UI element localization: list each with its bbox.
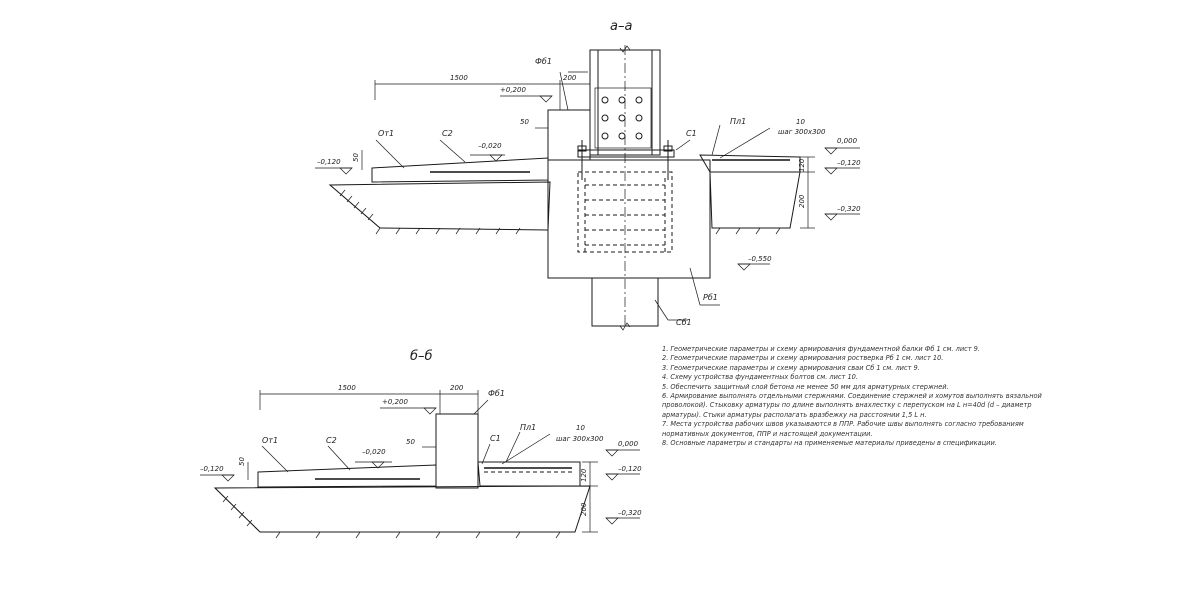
level-p0200-b: +0,200 — [382, 398, 408, 406]
section-a-title: а–а — [610, 19, 632, 34]
note-item: 4. Схему устройства фундаментных болтов … — [662, 373, 858, 382]
label-bolt-b: С1 — [490, 434, 501, 443]
level-m0550-a: –0,550 — [748, 255, 772, 263]
level-m0120-left-a: –0,120 — [317, 158, 341, 166]
base-plate-a — [577, 149, 675, 158]
beam-fb1-a — [547, 109, 591, 161]
bolt-grid-a — [601, 96, 643, 140]
dim-120-b: 120 — [580, 468, 588, 482]
dim-1500-b: 1500 — [338, 384, 356, 392]
ground-ticks-a — [339, 189, 781, 235]
slab-pl1-a — [699, 154, 801, 173]
dim-50-top-a: 50 — [520, 118, 529, 126]
label-layer-a: С2 — [442, 129, 453, 138]
soil-b — [213, 485, 591, 533]
section-b-title: б–б — [410, 349, 433, 364]
dim-120-a: 120 — [798, 158, 806, 172]
level-m0020-a: –0,020 — [478, 142, 502, 150]
level-marks-a — [315, 95, 860, 271]
level-m0120-right-a: –0,120 — [837, 159, 861, 167]
note-item: 5. Обеспечить защитный слой бетона не ме… — [662, 382, 949, 391]
note-item: 1. Геометрические параметры и схему арми… — [662, 345, 980, 353]
dim-50-left-b: 50 — [238, 457, 246, 466]
dim-200v-b: 200 — [580, 502, 588, 516]
dim-10-b: 10 — [576, 424, 585, 432]
label-slab-b: Пл1 — [520, 423, 536, 432]
label-pile-a: Сб1 — [676, 318, 692, 327]
general-notes: 1. Геометрические параметры и схему арми… — [662, 345, 1042, 448]
label-beam-a: Фб1 — [535, 57, 552, 66]
level-m0120-left-b: –0,120 — [200, 465, 224, 473]
level-m0120-right-b: –0,120 — [618, 465, 642, 473]
grillage-rb1-a — [547, 159, 711, 279]
dim-10-a: 10 — [796, 118, 805, 126]
note-item: 8. Основные параметры и стандарты на при… — [662, 439, 997, 448]
label-slab-a: Пл1 — [730, 117, 746, 126]
slab-pl1-b — [477, 461, 581, 487]
ground-ticks-b — [222, 495, 561, 539]
level-0000-b: 0,000 — [618, 440, 639, 448]
level-p0200-a: +0,200 — [500, 86, 526, 94]
soil-right-a — [709, 171, 801, 229]
label-layer-b: С2 — [326, 436, 337, 445]
dim-50-top-b: 50 — [406, 438, 415, 446]
beam-fb1-b — [435, 413, 479, 489]
note-item: 2. Геометрические параметры и схему арми… — [662, 354, 944, 363]
note-item: 7. Места устройства рабочих швов указыва… — [662, 420, 1024, 438]
level-m0020-b: –0,020 — [362, 448, 386, 456]
dimensions-b — [247, 390, 598, 533]
label-beam-b: Фб1 — [488, 389, 505, 398]
note-item: 6. Армирование выполнять отдельными стер… — [662, 392, 1042, 419]
label-sole-a: От1 — [378, 129, 394, 138]
dim-200-a: 200 — [563, 74, 577, 82]
dim-50-left-a: 50 — [352, 153, 360, 162]
section-a: а–а — [315, 19, 861, 331]
level-m0320-a: –0,320 — [837, 205, 861, 213]
level-marks-b — [200, 407, 640, 525]
label-bolt-a: С1 — [686, 129, 697, 138]
dim-200-b: 200 — [450, 384, 464, 392]
soil-left-a — [328, 181, 551, 231]
dim-step-b: шаг 300х300 — [556, 435, 604, 443]
dim-1500-a: 1500 — [450, 74, 468, 82]
section-b: б–б — [200, 349, 642, 539]
level-m0320-b: –0,320 — [618, 509, 642, 517]
dim-200v-a: 200 — [798, 194, 806, 208]
level-0000-a: 0,000 — [837, 137, 858, 145]
dim-step-a: шаг 300х300 — [778, 128, 826, 136]
dimensions-a — [361, 71, 815, 321]
note-item: 3. Геометрические параметры и схему арми… — [662, 363, 920, 372]
label-grillage-a: Рб1 — [703, 293, 718, 302]
label-sole-b: От1 — [262, 436, 278, 445]
sole-slope-a — [371, 157, 549, 183]
